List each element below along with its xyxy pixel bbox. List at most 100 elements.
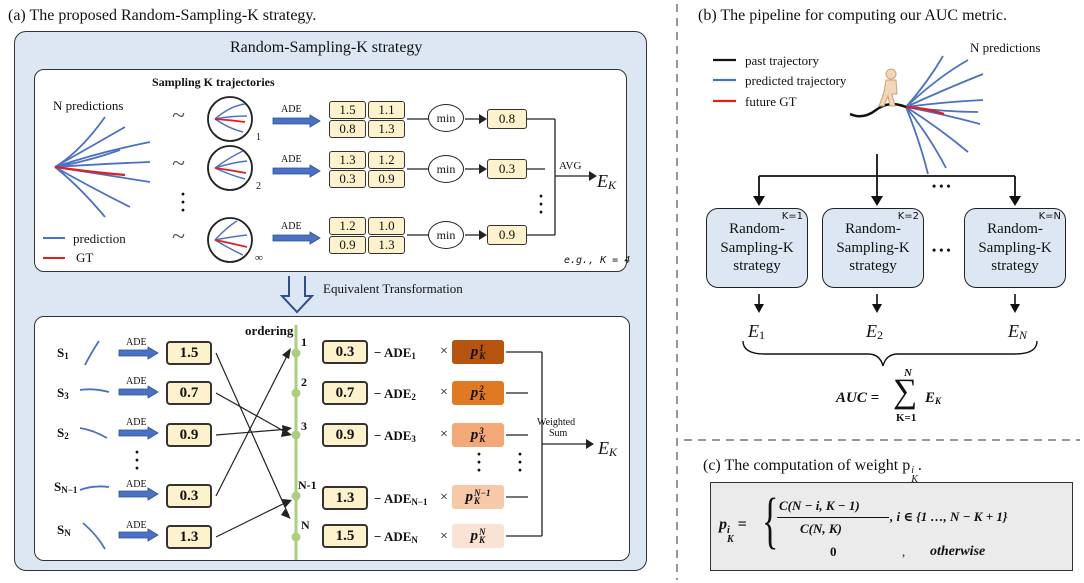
p-sup: 2	[479, 383, 484, 394]
panel-divider	[676, 4, 1080, 580]
min-result: 0.9	[487, 225, 527, 245]
ek-top-sub: K	[608, 178, 617, 192]
s-label-n: SN	[57, 523, 71, 538]
legend-prediction-line	[43, 237, 65, 239]
rsk-box-n: K=N Random-Sampling-K strategy	[964, 208, 1066, 288]
ade-cell: 0.3	[329, 170, 366, 188]
e-sub: N	[1019, 328, 1028, 342]
legend-lines-b	[713, 58, 736, 103]
vertical-dots-ws: ···	[517, 444, 524, 481]
ade-arrows-bottom-icon	[118, 346, 159, 542]
e-sub: 1	[759, 328, 765, 342]
p-letter: p	[470, 384, 479, 401]
minus-ade-text: − ADE	[374, 428, 412, 443]
ade-label-b3: ADE	[126, 417, 147, 428]
pipeline-branches	[753, 154, 1021, 206]
vertical-dots-right: ···	[538, 186, 545, 223]
ade-arrow-3-icon	[272, 231, 321, 245]
legend-gt-line	[43, 257, 65, 259]
p-sub: K	[479, 535, 486, 545]
e-sub: 2	[877, 328, 883, 342]
ade-cell: 1.3	[329, 151, 366, 169]
minus-ade: − ADEN−1	[374, 492, 428, 507]
minus-ade-text: − ADE	[374, 491, 412, 506]
avg-label: AVG	[559, 160, 582, 172]
sample-circle-inf-icon	[207, 217, 253, 263]
ade-label-b1: ADE	[126, 337, 147, 348]
min-result: 0.8	[487, 109, 527, 129]
auc-label: AUC =	[836, 390, 880, 406]
e-letter: E	[1008, 321, 1019, 341]
e-letter: E	[748, 321, 759, 341]
minus-ade-sub: N−1	[411, 497, 428, 507]
minus-ade: − ADE3	[374, 429, 416, 444]
n-predictions-b: N predictions	[970, 40, 1041, 55]
ade-cell: 1.1	[368, 101, 405, 119]
ade-arrow-label-2: ADE	[281, 154, 302, 165]
order-label: 2	[301, 375, 307, 389]
minus-ade: − ADEN	[374, 530, 418, 545]
equiv-label: Equivalent Transformation	[323, 281, 463, 296]
p-sub: K	[479, 351, 486, 361]
formula-box	[710, 482, 1073, 571]
tilde-1: ~	[172, 103, 185, 129]
formula-otherwise: otherwise	[930, 544, 986, 559]
formula-brace: {	[762, 487, 779, 555]
circle-id-1: 1	[256, 132, 261, 143]
ade-label-b5: ADE	[126, 520, 147, 531]
panel-b-caption: (b) The pipeline for computing our AUC m…	[698, 7, 1007, 24]
rsk-box-1: K=1 Random-Sampling-K strategy	[706, 208, 808, 288]
ek-top: EK	[597, 172, 616, 191]
weighted-sum-lines	[506, 351, 594, 537]
s-letter: S	[57, 425, 65, 440]
times-sign: ×	[440, 427, 448, 442]
formula-zero: 0	[830, 544, 837, 559]
sum-bottom: K=1	[896, 412, 917, 424]
sorted-value: 0.3	[322, 340, 368, 364]
ade-cell: 0.9	[329, 236, 366, 254]
legend-past: past trajectory	[745, 53, 819, 68]
minus-ade-sub: 2	[411, 392, 416, 402]
weighted-label: Weighted	[537, 417, 576, 428]
lhs-sub: K	[727, 533, 734, 545]
p-sub: K	[479, 392, 486, 402]
rsk-output-arrows	[754, 294, 1020, 313]
ade-cell: 1.3	[368, 236, 405, 254]
p-letter: p	[470, 527, 479, 544]
order-label: N-1	[298, 478, 317, 492]
e-label-1: E1	[748, 322, 765, 341]
min-flow-lines	[407, 114, 556, 240]
rsk-box-2: K=2 Random-Sampling-K strategy	[822, 208, 924, 288]
circle-id-inf: ∞	[255, 252, 263, 264]
p-letter: p	[465, 488, 474, 505]
p-letter: p	[470, 426, 479, 443]
ade-label-b2: ADE	[126, 376, 147, 387]
example-label: e.g., K = 4	[564, 255, 631, 266]
p-letter: p	[470, 343, 479, 360]
e-letter: E	[866, 321, 877, 341]
sum-top: N	[904, 367, 912, 379]
s-sub: 1	[64, 351, 69, 361]
s-sub: 3	[64, 391, 69, 401]
p-sup: 3	[479, 425, 484, 436]
tilde-3: ~	[172, 224, 185, 250]
ade-arrow-label-3: ADE	[281, 221, 302, 232]
times-sign: ×	[440, 529, 448, 544]
avg-arrow	[555, 171, 597, 181]
s-sub: 2	[64, 431, 69, 441]
ordering-arrows	[215, 325, 301, 560]
rsk-label: Random-Sampling-K strategy	[836, 220, 910, 275]
n-predictions-label: N predictions	[53, 98, 124, 113]
s-sub: N	[64, 528, 71, 538]
trajectory-curves-icon	[79, 340, 110, 550]
s-value: 0.3	[166, 484, 212, 508]
minus-ade-sub: 1	[411, 351, 416, 361]
legend-predicted: predicted trajectory	[745, 73, 847, 88]
caption-sup: i	[911, 465, 914, 476]
sample-circle-1-icon	[207, 96, 253, 142]
dots-middle: • • •	[932, 243, 951, 257]
vertical-dots-p: ···	[476, 444, 483, 481]
